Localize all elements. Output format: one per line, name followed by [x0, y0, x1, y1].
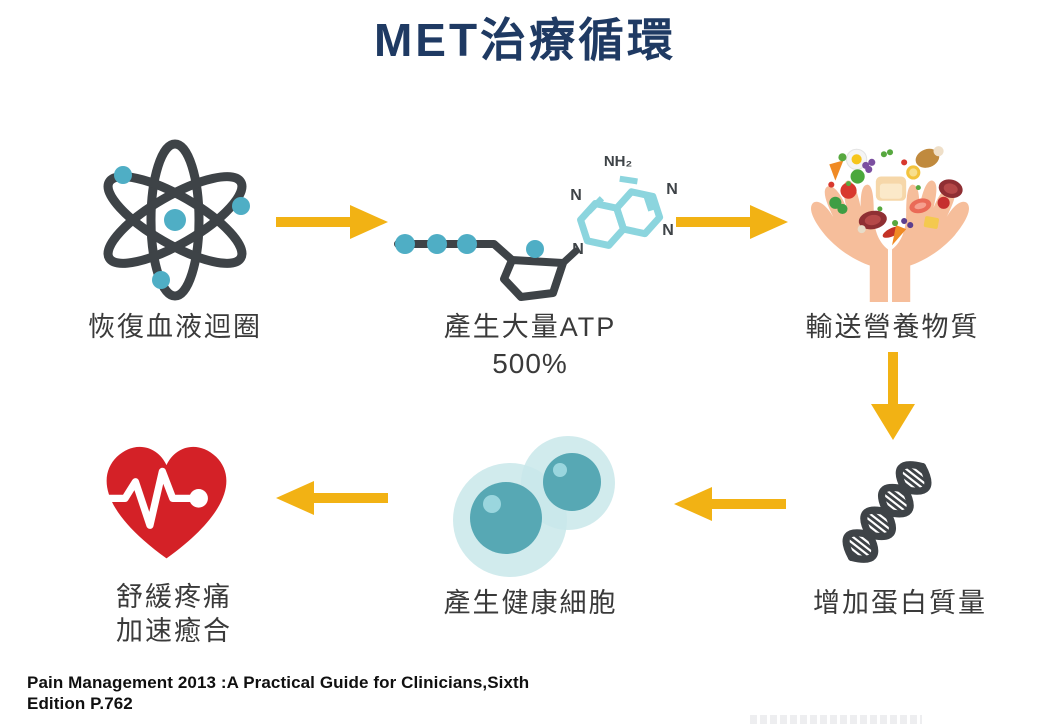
- citation-line2: Edition P.762: [27, 694, 133, 713]
- step-label-relieve-pain-line2: 加速癒合: [116, 616, 232, 646]
- arrow-left-icon-1: [674, 480, 786, 528]
- arrow-down-icon: [866, 352, 920, 440]
- arrow-left-icon-2: [276, 474, 388, 522]
- atom-icon: [103, 139, 250, 301]
- heart-ekg-icon: [102, 446, 227, 559]
- dna-icon: [842, 461, 932, 563]
- atp-molecule-icon: NH₂ N N N N: [394, 153, 678, 301]
- step-label-produce-atp-block: 產生大量ATP 500%: [390, 310, 670, 380]
- step-deliver-nutrients: [798, 132, 982, 304]
- arrow-right-icon-1: [276, 198, 388, 246]
- svg-text:NH₂: NH₂: [604, 153, 632, 170]
- citation-line1: Pain Management 2013 :A Practical Guide …: [27, 673, 530, 692]
- step-produce-atp: NH₂ N N N N: [382, 132, 682, 304]
- citation: Pain Management 2013 :A Practical Guide …: [27, 672, 587, 714]
- step-restore-circulation: [90, 134, 260, 306]
- step-sublabel-atp-percent: 500%: [492, 348, 568, 379]
- page-title: MET治療循環: [373, 14, 677, 66]
- step-healthy-cells: [442, 436, 617, 581]
- step-label-relieve-pain-line1: 舒緩疼痛: [116, 582, 232, 612]
- step-label-healthy-cells: 產生健康細胞: [443, 588, 618, 618]
- step-label-relieve-pain-block: 舒緩疼痛 加速癒合: [95, 580, 253, 648]
- svg-text:N: N: [662, 222, 674, 239]
- svg-text:N: N: [570, 187, 582, 204]
- step-increase-protein: [812, 430, 962, 595]
- food-heart: [828, 146, 963, 246]
- svg-text:N: N: [572, 241, 584, 258]
- svg-text:N: N: [666, 181, 678, 198]
- cells-icon: [453, 436, 615, 577]
- step-label-restore-circulation: 恢復血液迴圈: [88, 312, 262, 342]
- watermark-strip: [750, 715, 922, 724]
- step-relieve-pain: [94, 436, 239, 571]
- step-label-produce-atp: 產生大量ATP: [443, 312, 617, 342]
- step-label-deliver-nutrients: 輸送營養物質: [805, 312, 980, 342]
- hands-heart-food-icon: [811, 146, 969, 302]
- arrow-right-icon-2: [676, 198, 788, 246]
- step-label-increase-protein: 增加蛋白質量: [813, 588, 987, 618]
